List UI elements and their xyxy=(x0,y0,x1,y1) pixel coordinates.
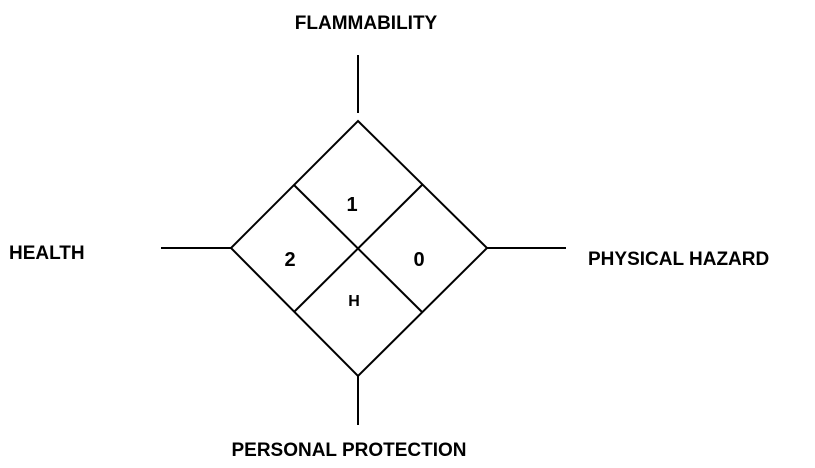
divider-upper-right-to-lower-left xyxy=(293,184,423,313)
label-personal-protection: PERSONAL PROTECTION xyxy=(231,440,467,461)
quadrant-bottom-value: H xyxy=(348,293,360,310)
quadrant-left-value: 2 xyxy=(284,249,295,271)
label-flammability: FLAMMABILITY xyxy=(294,13,438,34)
outer-diamond xyxy=(229,119,489,378)
label-physical-hazard: PHYSICAL HAZARD xyxy=(588,249,770,270)
label-health: HEALTH xyxy=(9,243,85,264)
quadrant-right-value: 0 xyxy=(413,249,424,271)
quadrant-top-value: 1 xyxy=(346,194,357,216)
